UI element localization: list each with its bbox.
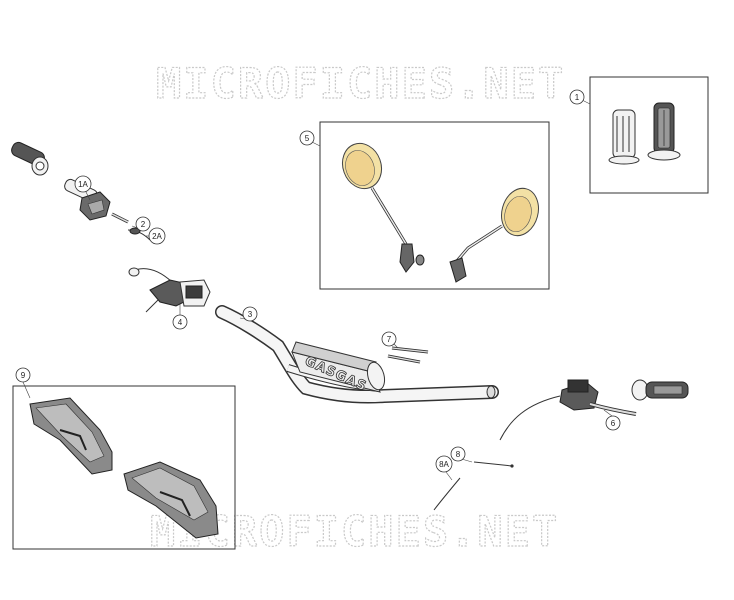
cables [433, 461, 514, 511]
callout-2a-label: 2A [152, 232, 162, 241]
callout-8: 8 [450, 446, 466, 462]
callout-9-label: 9 [21, 371, 26, 380]
group-box-mirrors [319, 121, 550, 290]
callout-8a: 8A [435, 455, 453, 473]
grip-pair [608, 102, 681, 165]
left-grip [11, 141, 49, 176]
right-mirror [449, 187, 539, 283]
left-mirror [341, 142, 425, 273]
callout-2: 2 [135, 216, 151, 232]
throttle-cable-parts [111, 212, 151, 241]
callout-5-label: 5 [305, 134, 310, 143]
bolts [387, 346, 429, 364]
right-handguard [123, 461, 219, 539]
callout-1a-label: 1A [78, 180, 88, 189]
right-lever-assembly [499, 379, 689, 441]
callout-7-label: 7 [387, 335, 392, 344]
callout-1-label: 1 [575, 93, 580, 102]
callout-3: 3 [242, 306, 258, 322]
callout-6: 6 [605, 415, 621, 431]
crossbar-pad: GASGAS [291, 341, 386, 395]
callout-8-label: 8 [456, 450, 461, 459]
callout-6-label: 6 [611, 419, 616, 428]
callout-4: 4 [172, 314, 188, 330]
left-handguard [29, 397, 113, 475]
left-lever-assembly [128, 267, 211, 313]
callout-9: 9 [15, 367, 31, 383]
callout-3-label: 3 [248, 310, 253, 319]
watermark-top: MICROFICHES.NET [156, 59, 565, 108]
callout-7: 7 [381, 331, 397, 347]
group-box-handguards [12, 385, 236, 550]
group-box-grips [589, 76, 709, 194]
callout-1: 1 [569, 89, 585, 105]
callout-2a: 2A [148, 227, 166, 245]
callout-5: 5 [299, 130, 315, 146]
callout-1a: 1A [74, 175, 92, 193]
callout-4-label: 4 [178, 318, 183, 327]
callout-2-label: 2 [141, 220, 146, 229]
callout-8a-label: 8A [439, 460, 449, 469]
handlebar: GASGAS [215, 305, 499, 404]
